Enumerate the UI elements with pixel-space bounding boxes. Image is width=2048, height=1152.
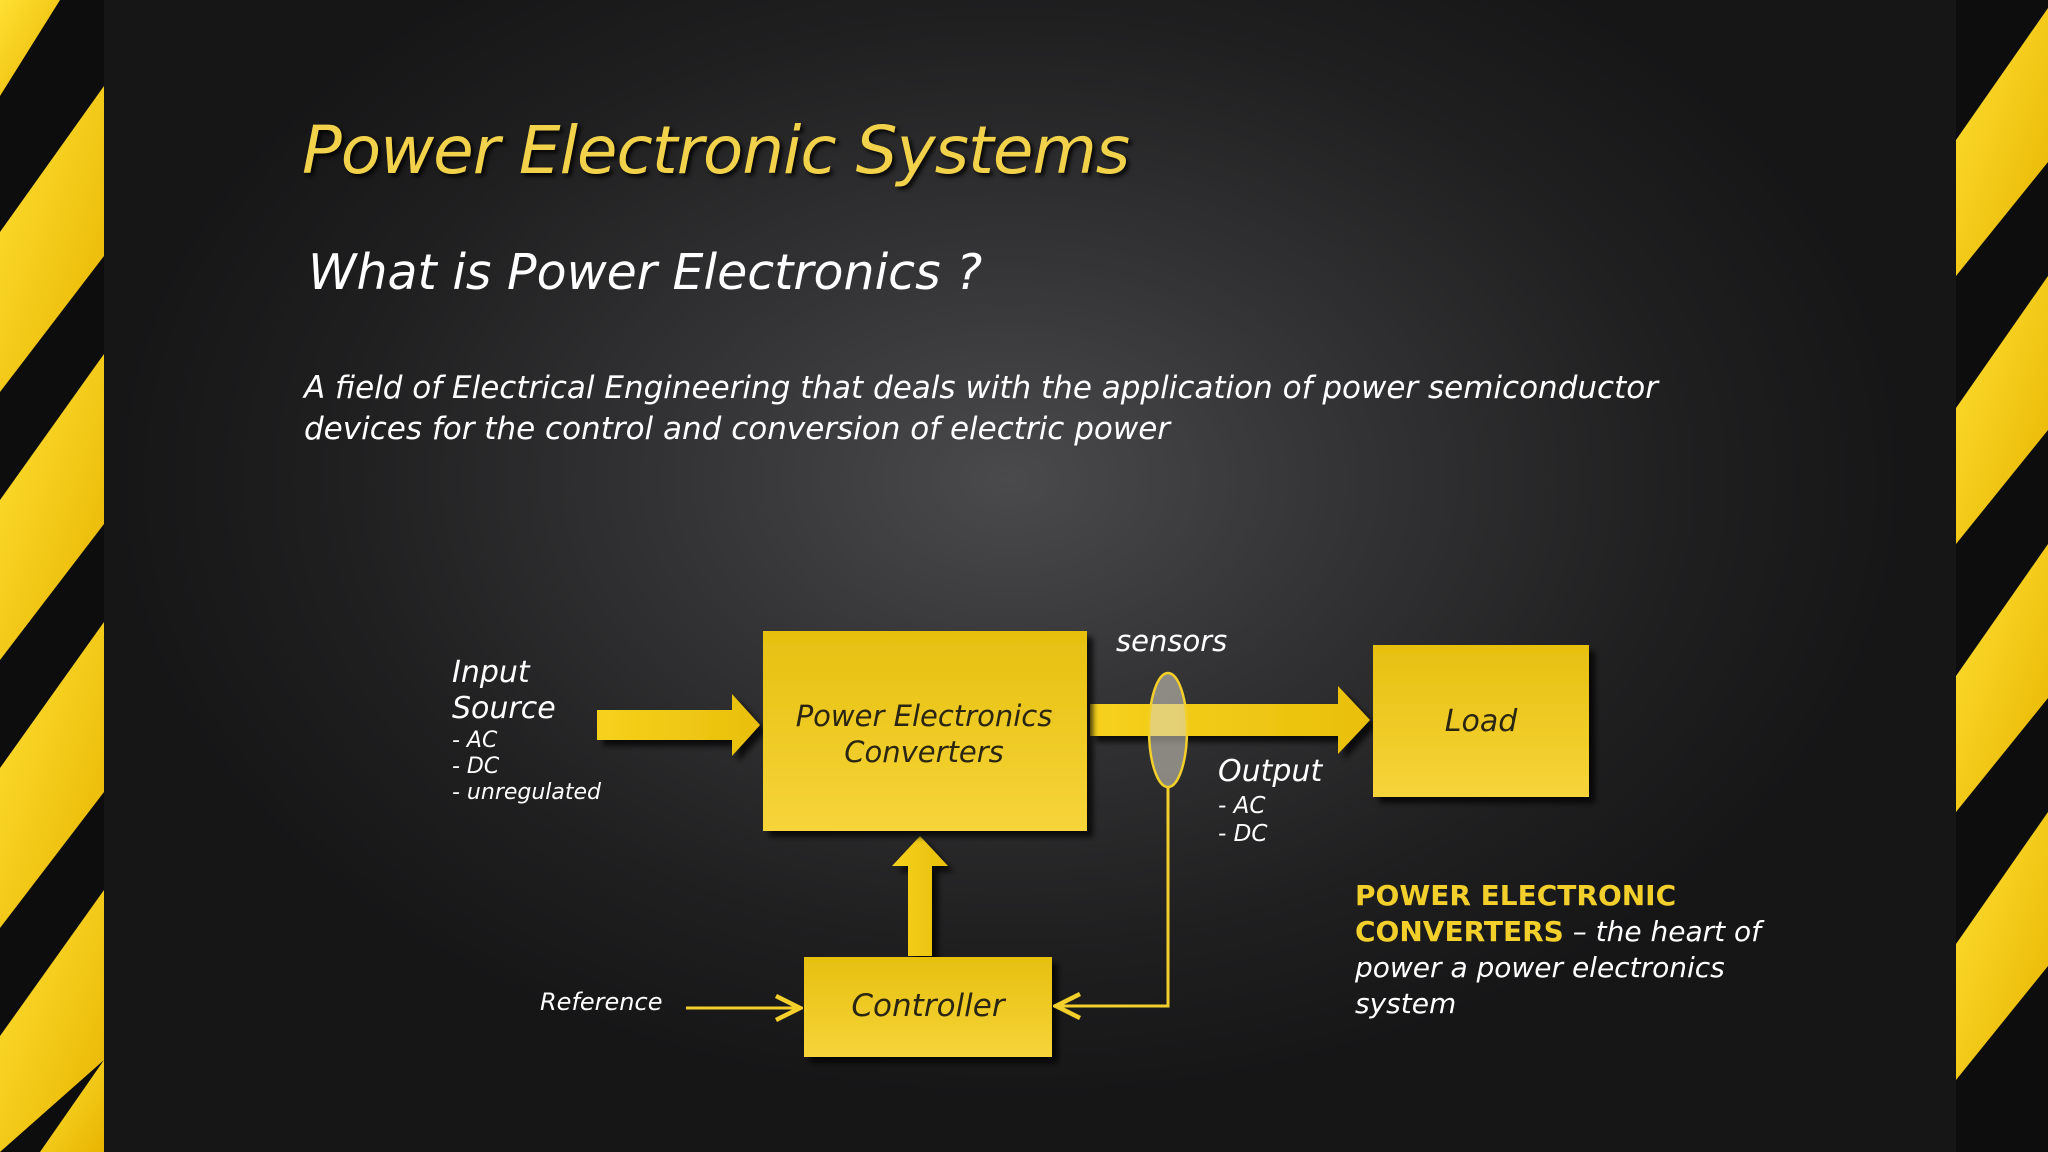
- load-box: [1373, 645, 1589, 797]
- controller-box: [804, 957, 1052, 1057]
- input-source-label: Input Source: [452, 655, 556, 727]
- converter-box: [763, 631, 1087, 831]
- note-rest-line-3: system: [1355, 987, 1457, 1020]
- control-arrow: [892, 836, 948, 956]
- left-hazard-stripes: [0, 0, 104, 1152]
- input-item-ac: - AC: [452, 728, 498, 753]
- output-item-dc: - DC: [1218, 821, 1268, 847]
- slide-subtitle: What is Power Electronics ?: [308, 244, 983, 301]
- converter-note: POWER ELECTRONIC CONVERTERS – the heart …: [1355, 878, 1825, 1022]
- slide-title: Power Electronic Systems: [302, 112, 1130, 189]
- sensors-label: sensors: [1116, 624, 1228, 658]
- input-item-unregulated: - unregulated: [452, 780, 602, 805]
- note-highlight-line-1: POWER ELECTRONIC: [1355, 879, 1677, 912]
- converter-label-line-2: Converters: [844, 735, 1004, 769]
- output-label: Output: [1218, 754, 1323, 789]
- input-arrow: [597, 694, 760, 756]
- input-title-line-2: Source: [452, 691, 556, 726]
- definition-line-2: devices for the control and conversion o…: [304, 411, 1171, 447]
- output-item-ac: - AC: [1218, 793, 1266, 819]
- output-list: - AC - DC: [1218, 792, 1267, 848]
- note-rest-line-1: – the heart of: [1563, 915, 1762, 948]
- input-title-line-1: Input: [452, 655, 530, 690]
- sensor-ellipse: [1147, 671, 1189, 789]
- input-item-dc: - DC: [452, 754, 500, 779]
- definition-text: A field of Electrical Engineering that d…: [304, 368, 1804, 450]
- note-rest-line-2: power a power electronics: [1355, 951, 1725, 984]
- note-highlight-line-2: CONVERTERS: [1355, 915, 1564, 948]
- controller-label: Controller: [851, 988, 1005, 1024]
- load-label: Load: [1444, 704, 1518, 739]
- converter-label: Power Electronics Converters: [762, 698, 1086, 770]
- output-arrow: [1090, 686, 1370, 754]
- definition-line-1: A field of Electrical Engineering that d…: [304, 370, 1658, 406]
- right-hazard-stripes: [1956, 0, 2048, 1152]
- sensor-feedback-line: [1056, 787, 1170, 1006]
- reference-label: Reference: [540, 988, 663, 1016]
- input-source-list: - AC - DC - unregulated: [452, 728, 601, 806]
- converter-label-line-1: Power Electronics: [795, 699, 1053, 733]
